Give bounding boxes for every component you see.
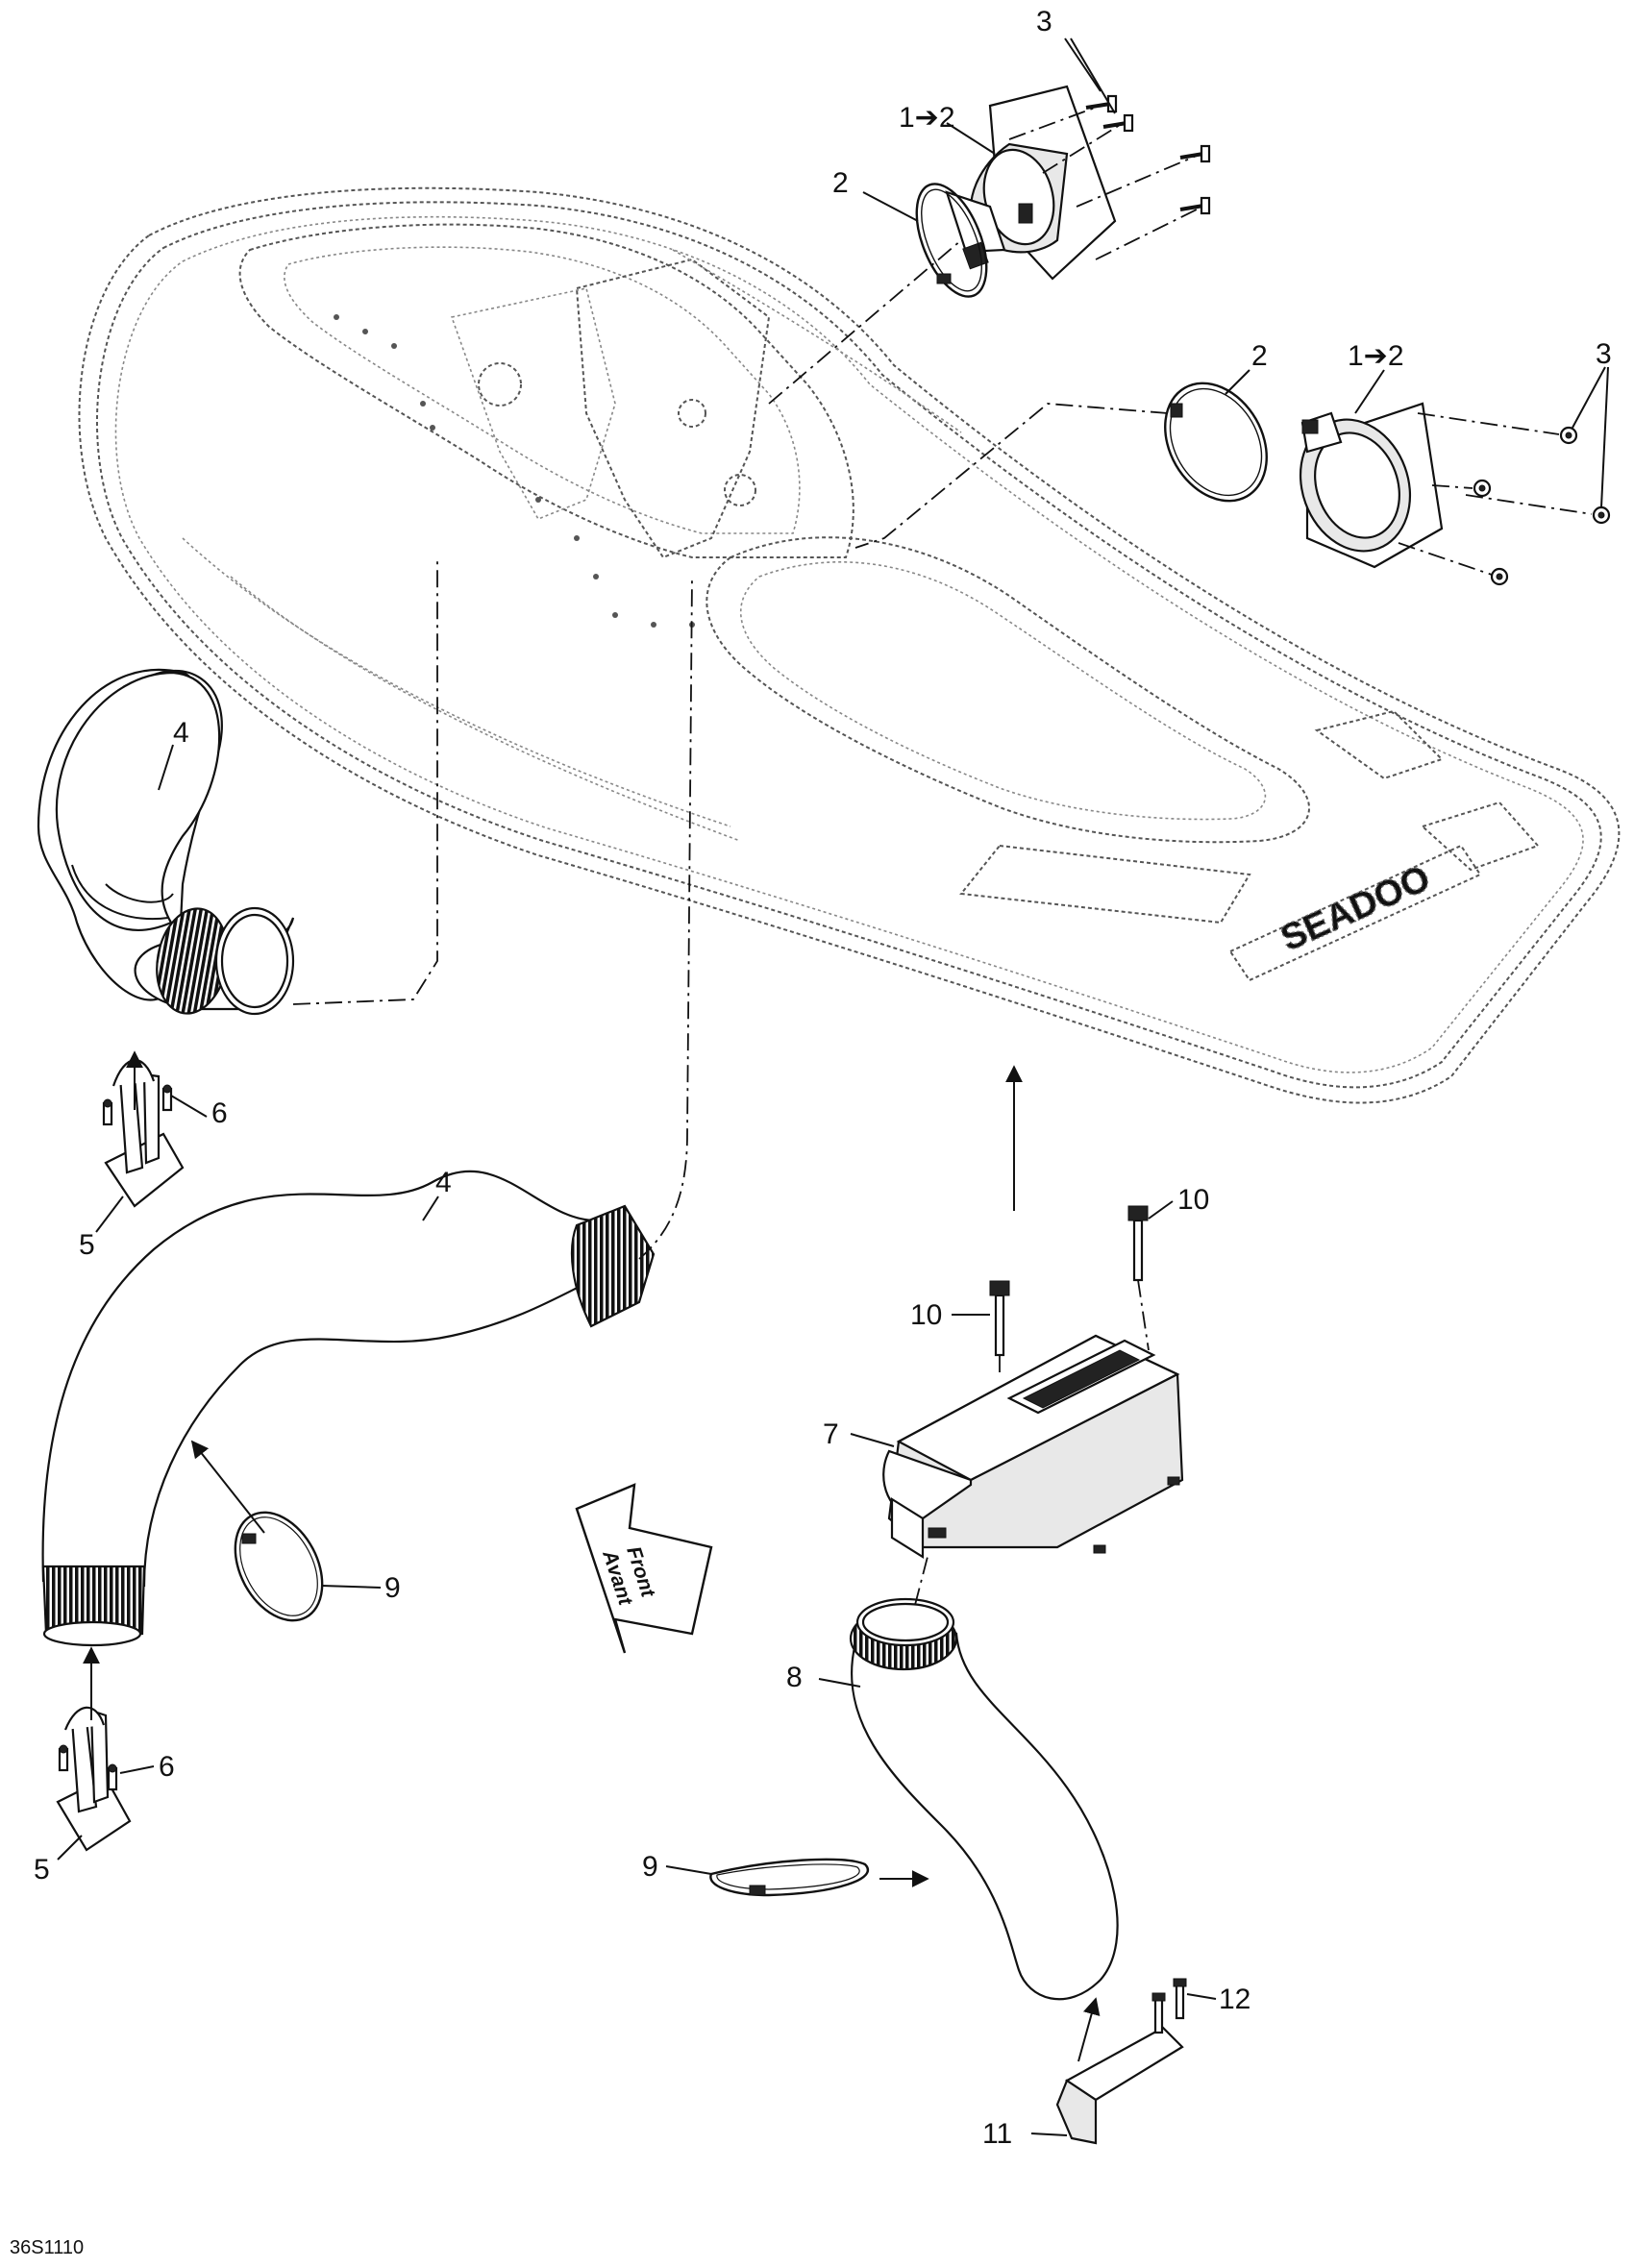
callout-10-a: 10 [1177, 1184, 1209, 1216]
clamp-band-right [709, 1858, 869, 1897]
callout-5-top: 5 [79, 1229, 95, 1261]
vent-assembly-upper [945, 85, 1117, 281]
callout-2-mid: 2 [1251, 340, 1268, 372]
callout-2-top: 2 [832, 167, 849, 199]
hose-elbow-upper [37, 668, 295, 1016]
hose-bracket-lower [56, 1706, 132, 1852]
callout-5-bot: 5 [34, 1854, 50, 1886]
air-intake-housing [882, 1334, 1184, 1559]
callout-9-b: 9 [642, 1851, 658, 1883]
callout-4-mid: 4 [435, 1167, 452, 1198]
callout-4-top: 4 [173, 717, 189, 749]
callout-10-b: 10 [910, 1299, 942, 1331]
front-direction-arrow: Front Avant [575, 1483, 713, 1654]
watercraft-hull-outline: SEADOO [78, 186, 1621, 1104]
callout-labels: 3 1➔2 2 2 1➔2 3 4 6 5 4 10 10 7 9 6 5 8 … [10, 6, 1612, 2258]
hose-curved-rear [849, 1597, 1119, 2001]
callout-6-bot: 6 [159, 1751, 175, 1783]
drawing-code: 36S1110 [10, 2237, 84, 2258]
bolt-left [989, 1280, 1010, 1357]
assembly-arrows [83, 557, 1150, 2062]
callout-3-mid: 3 [1596, 338, 1612, 370]
callout-1-2-top: 1➔2 [899, 102, 955, 134]
hose-long-lower [41, 1170, 656, 1647]
clamp-ring-lower [1164, 382, 1268, 503]
callout-7: 7 [823, 1418, 839, 1450]
callout-1-2-mid: 1➔2 [1348, 340, 1404, 372]
clamp-band-left [234, 1511, 324, 1622]
callout-12: 12 [1219, 1984, 1250, 2015]
nuts-lower [854, 403, 1611, 586]
screws-upper [768, 94, 1211, 405]
vent-assembly-lower [1299, 402, 1444, 569]
callout-6-top: 6 [211, 1097, 228, 1129]
svg-text:SEADOO: SEADOO [1275, 858, 1437, 959]
clamp-ring-upper [915, 183, 988, 298]
callout-11: 11 [982, 2118, 1012, 2150]
callout-3-top: 3 [1036, 6, 1052, 37]
hose-support-bracket [1055, 1978, 1187, 2145]
callout-leaders [57, 37, 1609, 2136]
bolt-right [1127, 1205, 1149, 1282]
hose-bracket-upper [102, 1059, 185, 1208]
callout-9-a: 9 [384, 1572, 401, 1604]
callout-8: 8 [786, 1662, 803, 1693]
